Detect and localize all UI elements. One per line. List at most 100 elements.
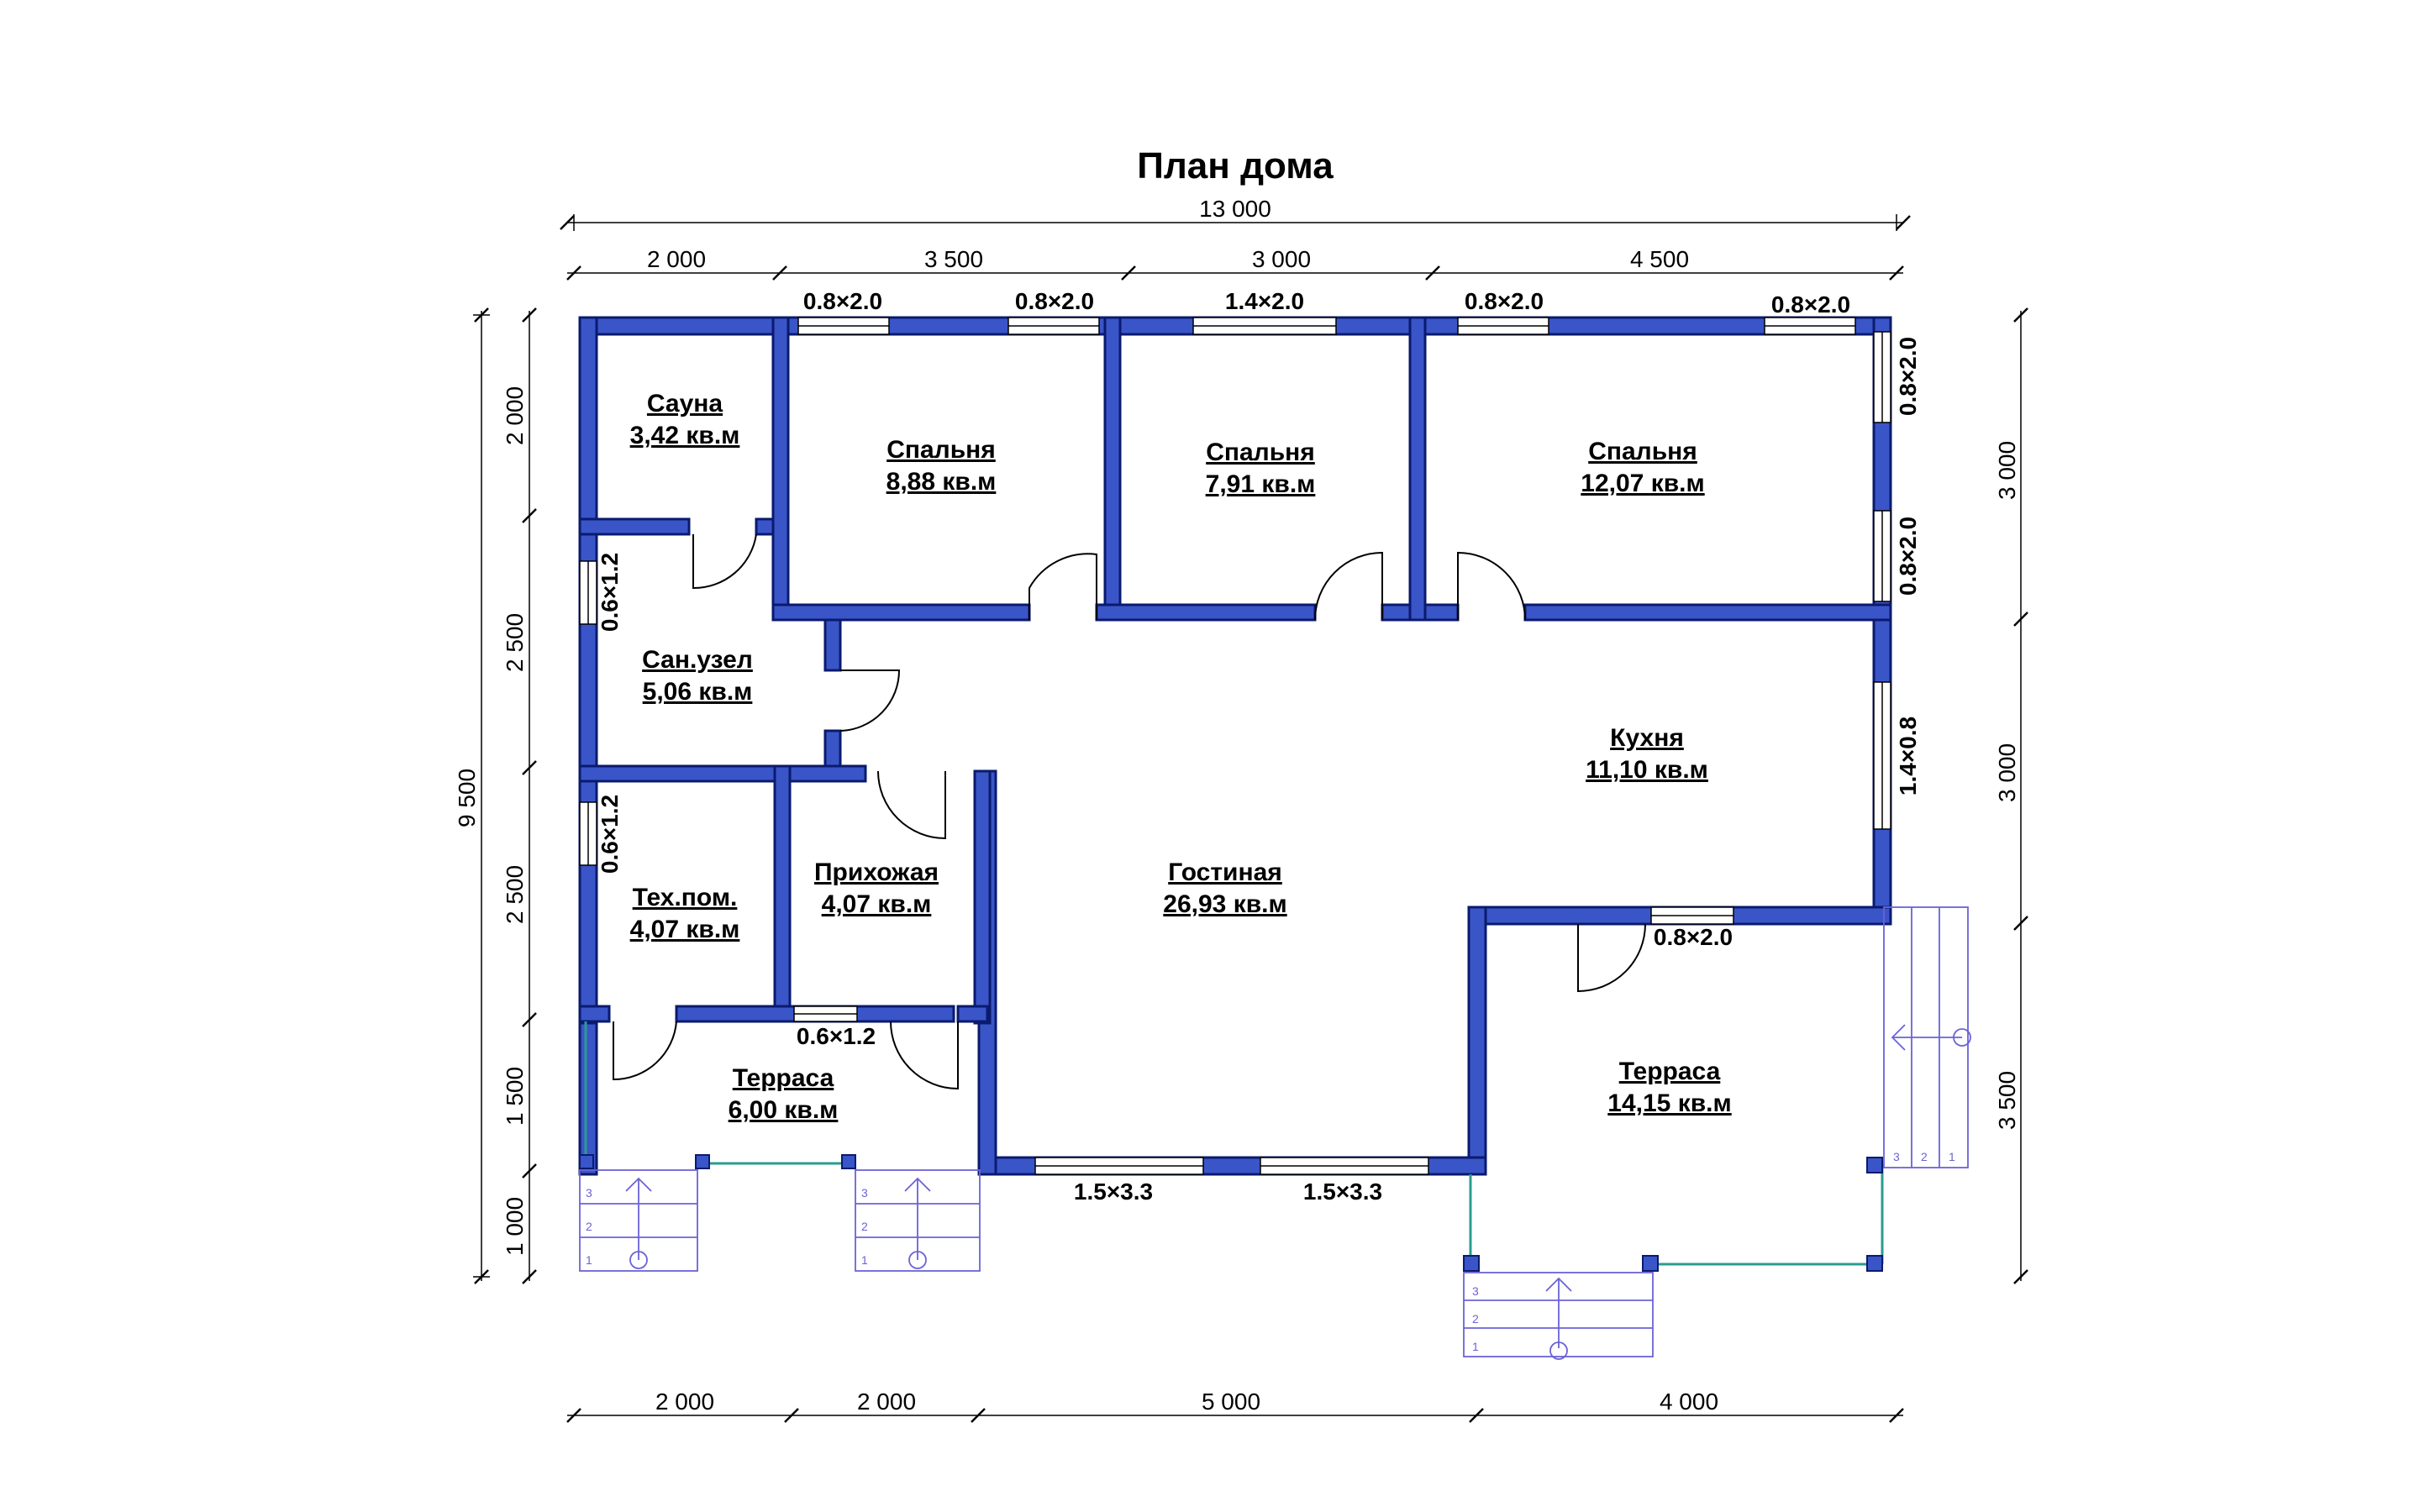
door-swing <box>1457 551 1526 621</box>
svg-text:Терраса: Терраса <box>1619 1058 1721 1085</box>
door-swing <box>1577 923 1646 993</box>
dimension-label: 13 000 <box>1199 196 1271 222</box>
opening-label: 0.8×2.0 <box>1654 924 1733 950</box>
dimension-label: 1 500 <box>502 1067 528 1126</box>
door-swing <box>890 1021 959 1090</box>
window <box>1260 1157 1429 1175</box>
room-bathroom: Сан.узел 5,06 кв.м <box>642 646 753 706</box>
window <box>797 317 890 335</box>
window <box>793 1005 858 1022</box>
svg-text:Гостиная: Гостиная <box>1168 858 1282 886</box>
room-terrace-east: Терраса 14,15 кв.м <box>1607 1058 1731 1117</box>
dimension-label: 1 000 <box>502 1197 528 1256</box>
window <box>1007 317 1100 335</box>
dimension-top-chain: 2 000 3 500 3 000 4 500 <box>566 246 1904 281</box>
stair-step-number: 1 <box>1472 1340 1479 1353</box>
svg-text:12,07 кв.м: 12,07 кв.м <box>1581 470 1704 497</box>
room-sauna: Сауна 3,42 кв.м <box>630 390 740 449</box>
door-swing <box>877 770 946 840</box>
door-swing <box>1314 551 1383 621</box>
dimension-label: 2 000 <box>857 1389 916 1415</box>
dimension-top-total: 13 000 <box>560 196 1911 231</box>
window <box>1873 331 1891 423</box>
dimension-label: 3 000 <box>1994 441 2020 500</box>
svg-text:Кухня: Кухня <box>1610 724 1684 752</box>
terrace-railings <box>579 1021 1884 1272</box>
dimension-left-total: 9 500 <box>454 307 490 1284</box>
door-swing <box>692 533 757 590</box>
wall-sauna-east <box>771 316 790 613</box>
wall-tech-south <box>578 1005 611 1023</box>
dimension-label: 2 000 <box>647 246 706 272</box>
stairs-west-terrace-left: 3 2 1 <box>579 1169 698 1272</box>
dimension-label: 3 000 <box>1994 743 2020 802</box>
stair-step-number: 2 <box>861 1220 868 1233</box>
room-utility: Тех.пом. 4,07 кв.м <box>630 884 740 943</box>
room-bedroom-2: Спальня 7,91 кв.м <box>1206 438 1316 498</box>
opening-label: 0.8×2.0 <box>1895 517 1921 596</box>
wall-bedroom3-south <box>1523 603 1892 622</box>
opening-label: 0.6×1.2 <box>597 795 623 874</box>
wall-hall-east <box>973 769 992 1025</box>
window <box>1764 317 1856 335</box>
plan-title: План дома <box>1137 145 1334 186</box>
stair-step-number: 2 <box>1472 1312 1479 1326</box>
opening-label: 0.8×2.0 <box>1015 288 1094 314</box>
svg-text:Терраса: Терраса <box>733 1064 834 1092</box>
dimension-label: 2 500 <box>502 865 528 924</box>
opening-label: 1.5×3.3 <box>1074 1179 1153 1205</box>
doors <box>613 533 1646 1090</box>
room-bedroom-3: Спальня 12,07 кв.м <box>1581 438 1704 497</box>
svg-text:Спальня: Спальня <box>1206 438 1315 466</box>
wall-bedroom-divider <box>1103 316 1122 622</box>
windows <box>579 317 1891 1175</box>
opening-label: 0.8×2.0 <box>1771 291 1850 318</box>
stairs-west-terrace-right: 3 2 1 <box>855 1169 981 1272</box>
stair-step-number: 2 <box>1921 1150 1928 1163</box>
room-terrace-west: Терраса 6,00 кв.м <box>729 1064 839 1124</box>
wall-bedroom-divider <box>1408 316 1427 622</box>
svg-text:Сан.узел: Сан.узел <box>642 646 753 674</box>
window <box>1650 906 1734 925</box>
svg-text:11,10 кв.м: 11,10 кв.м <box>1586 756 1708 784</box>
stair-step-number: 2 <box>586 1220 592 1233</box>
svg-text:8,88 кв.м: 8,88 кв.м <box>886 468 997 496</box>
opening-label: 0.8×2.0 <box>1465 288 1544 314</box>
svg-text:4,07 кв.м: 4,07 кв.м <box>630 916 740 943</box>
wall-tech-east <box>773 764 792 1011</box>
svg-text:4,07 кв.м: 4,07 кв.м <box>822 890 932 918</box>
dimension-right-chain: 3 000 3 000 3 500 <box>1994 307 2028 1284</box>
stair-step-number: 1 <box>1949 1150 1955 1163</box>
window <box>579 801 597 866</box>
dimension-label: 2 000 <box>655 1389 714 1415</box>
stair-step-number: 3 <box>1472 1284 1479 1298</box>
wall-bath-south <box>578 764 867 783</box>
svg-text:7,91 кв.м: 7,91 кв.м <box>1206 470 1316 498</box>
opening-label: 0.6×1.2 <box>797 1023 876 1049</box>
svg-text:Тех.пом.: Тех.пом. <box>633 884 738 911</box>
window <box>1457 317 1549 335</box>
svg-text:Спальня: Спальня <box>1588 438 1697 465</box>
window <box>1873 510 1891 602</box>
stair-step-number: 1 <box>861 1253 868 1267</box>
door-swing <box>613 1021 677 1081</box>
opening-label: 0.8×2.0 <box>1895 337 1921 416</box>
wall-bedroom1-south <box>771 603 1031 622</box>
svg-text:Сауна: Сауна <box>647 390 723 417</box>
opening-labels: 0.8×2.0 0.8×2.0 1.4×2.0 0.8×2.0 0.8×2.0 … <box>597 288 1921 1205</box>
dimension-label: 3 000 <box>1252 246 1311 272</box>
svg-text:3,42 кв.м: 3,42 кв.м <box>630 422 740 449</box>
room-hallway: Прихожая 4,07 кв.м <box>814 858 939 918</box>
dimension-left-chain: 2 000 2 500 2 500 1 500 1 000 <box>502 307 537 1284</box>
room-labels: Сауна 3,42 кв.м Спальня 8,88 кв.м Спальн… <box>630 390 1732 1124</box>
stair-step-number: 1 <box>586 1253 592 1267</box>
opening-label: 0.8×2.0 <box>803 288 882 314</box>
opening-label: 1.5×3.3 <box>1303 1179 1382 1205</box>
room-kitchen: Кухня 11,10 кв.м <box>1586 724 1708 784</box>
wall-hall-south <box>956 1005 989 1023</box>
stairs-east-terrace-side: 3 2 1 <box>1883 906 1971 1168</box>
stair-step-number: 3 <box>1893 1150 1900 1163</box>
wall-sauna-south <box>578 517 691 536</box>
window <box>1873 681 1891 830</box>
